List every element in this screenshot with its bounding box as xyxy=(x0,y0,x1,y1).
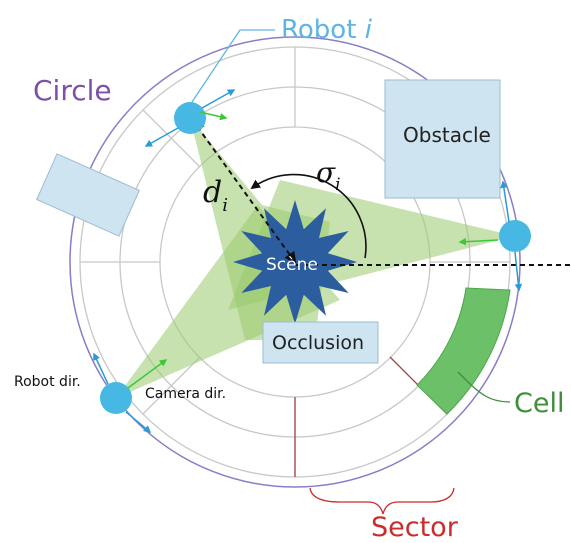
outer-circle xyxy=(69,36,521,488)
angle-arc xyxy=(250,173,367,259)
robot-label: Robot i xyxy=(281,15,373,45)
angle-label: σi xyxy=(316,156,341,195)
camera-dir-label: Camera dir. xyxy=(145,386,226,402)
obstacle-box-left xyxy=(36,153,140,237)
circle-label: Circle xyxy=(33,74,112,107)
scene-label: Scène xyxy=(266,255,318,275)
robot-label-leader xyxy=(191,29,275,103)
sector-label: Sector xyxy=(371,512,459,543)
robot-right xyxy=(499,220,531,252)
sector-brace xyxy=(309,487,455,515)
occlusion-box xyxy=(262,321,379,364)
distance-label: di xyxy=(203,175,228,216)
robot-i xyxy=(174,102,206,134)
camera-direction-arrows xyxy=(127,111,499,389)
cell-label: Cell xyxy=(514,388,564,419)
distance-line xyxy=(192,120,297,264)
obstacle-label: Obstacle xyxy=(403,123,491,147)
occlusion-label: Occlusion xyxy=(272,332,364,354)
cell-region xyxy=(416,287,511,415)
robot-left xyxy=(100,382,132,414)
obstacle-box xyxy=(384,79,501,199)
robot-direction-arrows xyxy=(93,89,523,433)
cell-label-leader xyxy=(457,371,511,403)
sector-radials-highlight xyxy=(294,356,448,477)
robot-dir-label: Robot dir. xyxy=(14,374,81,390)
